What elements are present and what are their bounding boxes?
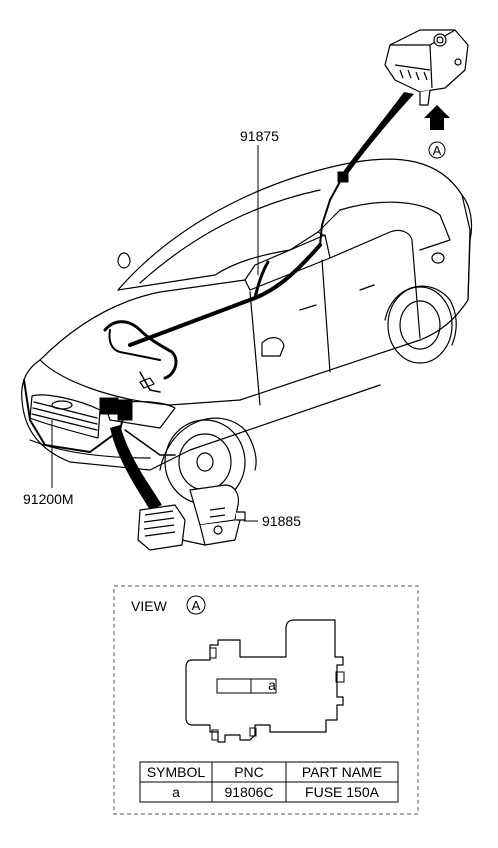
fuse-slot	[216, 678, 277, 694]
view-panel-title: VIEW	[131, 598, 168, 614]
table-cell-pnc: 91806C	[224, 784, 273, 800]
fuse-symbol-label: a	[268, 677, 276, 693]
label-part-91200m: 91200M	[23, 491, 74, 507]
view-marker-callout: A	[428, 141, 446, 159]
view-panel: VIEW A a SYMBOL PNC PART NAME a 91806C F…	[113, 585, 419, 815]
table-header-part-name: PART NAME	[302, 764, 382, 780]
view-panel-marker-circle	[186, 595, 206, 615]
callout-leaders	[51, 145, 259, 522]
wiring-harness	[23, 171, 349, 456]
fuse-box-top-view	[185, 619, 344, 743]
fuse-box-part	[384, 29, 469, 106]
table-cell-symbol: a	[172, 784, 180, 800]
leader-arm-top	[340, 92, 414, 178]
leader-arm-bottom	[110, 425, 162, 510]
view-direction-arrow	[424, 105, 450, 130]
view-marker-letter: A	[433, 143, 442, 158]
connector-part-91885	[137, 484, 246, 551]
table-header-pnc: PNC	[234, 764, 264, 780]
label-part-91875: 91875	[240, 128, 279, 144]
fuse-box-tabs	[209, 647, 345, 741]
parts-table	[139, 761, 399, 803]
table-cell-part-name: FUSE 150A	[305, 784, 380, 800]
table-header-symbol: SYMBOL	[147, 764, 206, 780]
view-panel-marker-letter: A	[192, 598, 201, 613]
label-part-91885: 91885	[262, 513, 301, 529]
